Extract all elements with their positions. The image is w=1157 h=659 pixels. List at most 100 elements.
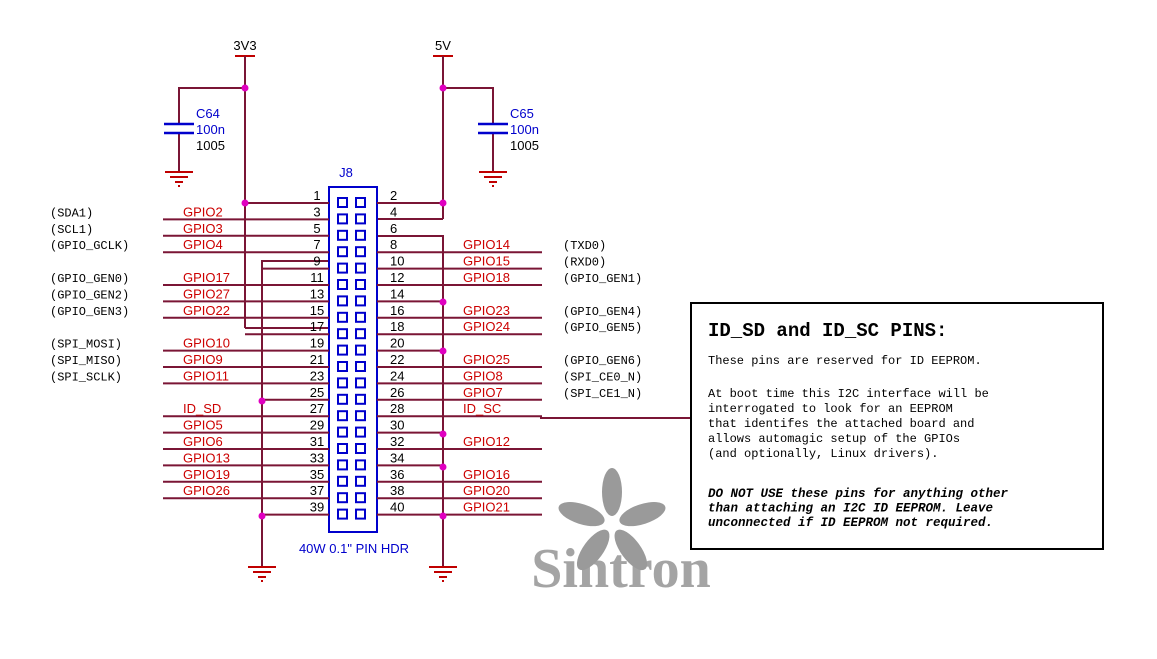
net-label: GPIO18	[463, 270, 510, 285]
junction-dot	[439, 463, 447, 471]
pin-number: 36	[390, 467, 404, 482]
pin-row-left: 31 GPIO6	[163, 434, 348, 454]
ground-icon	[165, 171, 193, 187]
pin-pad	[355, 279, 366, 290]
pin-pad	[337, 262, 348, 274]
pin-number: 1	[313, 188, 320, 203]
pin-pad	[355, 328, 366, 340]
pin-pad	[337, 475, 348, 487]
note-warning: DO NOT USE these pins for anything other…	[708, 487, 1009, 530]
pin-number: 18	[390, 319, 404, 334]
alt-function-label: (GPIO_GEN4)	[563, 305, 642, 319]
pin-pad	[355, 443, 366, 454]
ground-icon	[429, 566, 457, 582]
alt-function-label: (GPIO_GCLK)	[50, 239, 129, 253]
net-label: GPIO20	[463, 483, 510, 498]
pin-number: 12	[390, 270, 404, 285]
pin-row-right: 20	[355, 336, 443, 356]
pin-pad	[355, 246, 366, 258]
pin-number: 34	[390, 450, 404, 465]
pin-number: 22	[390, 352, 404, 367]
net-label: GPIO23	[463, 303, 510, 318]
alt-function-label: (TXD0)	[563, 239, 606, 253]
net-label: GPIO24	[463, 319, 510, 334]
pin-number: 10	[390, 254, 404, 269]
pin-number: 13	[310, 286, 324, 301]
net-label: ID_SC	[463, 401, 501, 416]
capacitor-c64-value: 100n	[196, 122, 225, 137]
pin-row-right: 36 GPIO16	[355, 467, 542, 487]
pin-number: 38	[390, 483, 404, 498]
alt-function-label: (GPIO_GEN5)	[563, 321, 642, 335]
pin-pad	[355, 475, 366, 487]
net-label: GPIO26	[183, 483, 230, 498]
junction-dot	[241, 84, 249, 92]
alt-function-label: (GPIO_GEN3)	[50, 305, 129, 319]
pin-number: 37	[310, 483, 324, 498]
capacitor-c64-package: 1005	[196, 138, 225, 153]
pin-row-right: 6	[355, 221, 397, 241]
pin-number: 2	[390, 188, 397, 203]
alt-function-label: (GPIO_GEN1)	[563, 272, 642, 286]
pin-pad	[337, 344, 348, 356]
net-label: GPIO3	[183, 221, 223, 236]
pin-number: 5	[313, 221, 320, 236]
pin-number: 26	[390, 385, 404, 400]
pin-number: 25	[310, 385, 324, 400]
pin-number: 16	[390, 303, 404, 318]
ground-icon	[248, 566, 276, 582]
pin-pad	[355, 410, 366, 422]
junction-dot	[241, 199, 249, 207]
pin-pad	[355, 262, 366, 274]
pin-row-right: 12 GPIO18 (GPIO_GEN1)	[355, 270, 642, 290]
pin-number: 31	[310, 434, 324, 449]
pin-number: 9	[313, 254, 320, 269]
note-paragraph-line: (and optionally, Linux drivers).	[708, 447, 938, 461]
header-ref: J8	[339, 165, 353, 180]
alt-function-label: (SPI_CE1_N)	[563, 387, 642, 401]
net-label: GPIO22	[183, 303, 230, 318]
pin-pad	[355, 197, 366, 208]
net-label: GPIO6	[183, 434, 223, 449]
pin-row-right: 14	[355, 286, 443, 307]
pin-number: 21	[310, 352, 324, 367]
capacitor-c64-symbol	[164, 122, 194, 135]
note-paragraph-line: interrogated to look for an EEPROM	[708, 402, 953, 416]
net-label: GPIO5	[183, 418, 223, 433]
pin-number: 32	[390, 434, 404, 449]
pin-pad	[355, 344, 366, 356]
note-paragraph-line: allows automagic setup of the GPIOs	[708, 432, 960, 446]
junction-dots	[241, 84, 447, 520]
flower-logo-icon	[558, 468, 666, 571]
net-label: GPIO10	[183, 336, 230, 351]
net-label: GPIO16	[463, 467, 510, 482]
pin-pad	[337, 393, 348, 405]
pin-pad	[355, 377, 366, 389]
pin-number: 3	[313, 204, 320, 219]
pin-row-left: 25	[262, 385, 348, 405]
capacitor-c65-ref: C65	[510, 106, 534, 121]
note-warning-line: DO NOT USE these pins for anything other	[708, 487, 1009, 501]
junction-dot	[439, 84, 447, 92]
ground-icon	[479, 171, 507, 187]
power-label-5v: 5V	[435, 38, 451, 53]
pin-row-left: 39	[262, 500, 348, 520]
net-label: GPIO12	[463, 434, 510, 449]
pin-pad	[337, 426, 348, 438]
pin-pad	[337, 443, 348, 454]
note-line1: These pins are reserved for ID EEPROM.	[708, 354, 982, 368]
pin-number: 33	[310, 450, 324, 465]
alt-function-label: (SPI_CE0_N)	[563, 370, 642, 384]
junction-dot	[258, 512, 266, 520]
pin-pad	[355, 508, 366, 520]
